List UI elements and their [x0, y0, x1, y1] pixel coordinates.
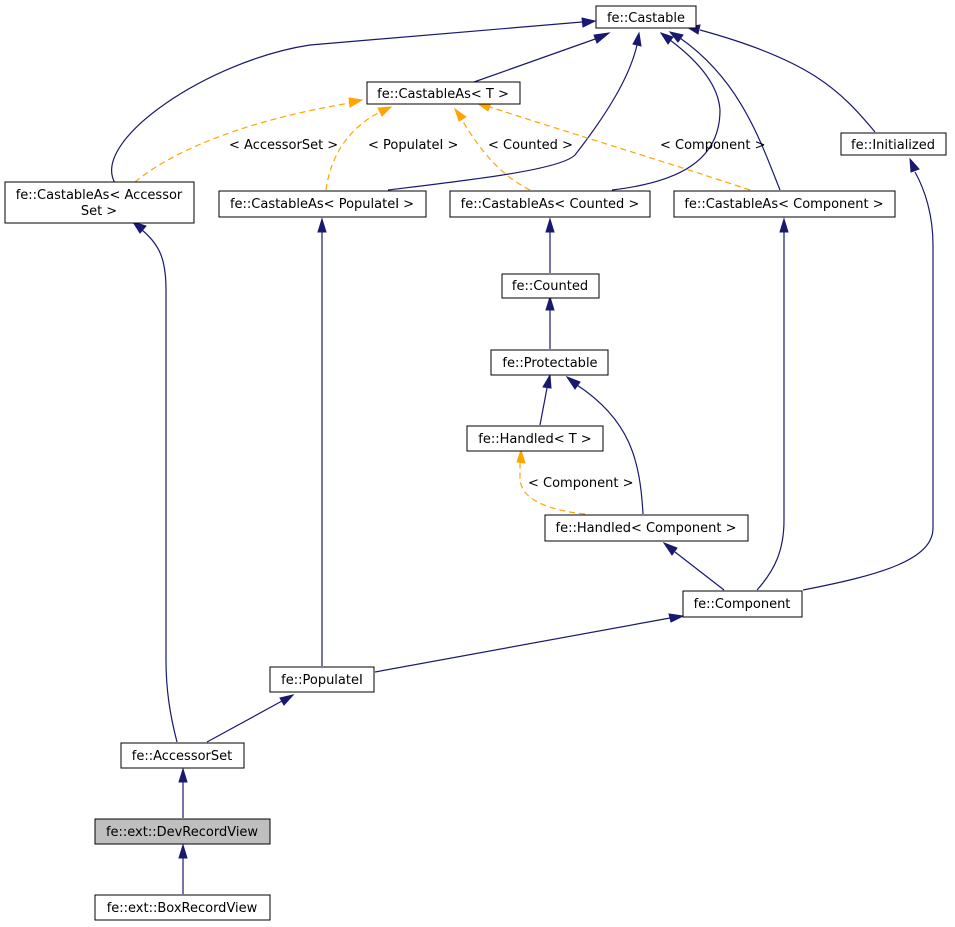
node-castableas-accessorset-label-line1: fe::CastableAs< Accessor: [16, 188, 183, 203]
edge-accessorset-to-populatei: [206, 694, 295, 743]
template-edge-counted: [454, 107, 531, 191]
node-devrecordview-label: fe::ext::DevRecordView: [106, 825, 258, 840]
node-accessorset[interactable]: fe::AccessorSet: [120, 742, 245, 769]
node-initialized-label: fe::Initialized: [851, 138, 935, 153]
node-castableas-t[interactable]: fe::CastableAs< T >: [366, 81, 521, 105]
edge-populatei-to-castableas-populatei: [317, 217, 327, 666]
node-populatei[interactable]: fe::PopulateI: [269, 666, 375, 693]
node-component-label: fe::Component: [694, 597, 791, 612]
node-protectable-label: fe::Protectable: [502, 356, 597, 371]
node-counted-label: fe::Counted: [512, 279, 588, 294]
node-handled-t-label: fe::Handled< T >: [478, 432, 591, 447]
node-castableas-accessorset-label-line2: Set >: [81, 204, 117, 219]
edge-accessorset-to-castableas-accessorset: [131, 221, 178, 743]
node-handled-component[interactable]: fe::Handled< Component >: [544, 514, 749, 542]
edge-castableas-accessorset-to-castable: [111, 17, 597, 184]
template-edge-populatei: [325, 106, 393, 191]
edge-populatei-to-component: [374, 613, 685, 673]
edge-castableas-populatei-to-castable: [387, 31, 642, 191]
node-castable[interactable]: fe::Castable: [595, 5, 697, 29]
edge-counted-to-castableas-counted: [545, 217, 555, 273]
node-castableas-accessorset[interactable]: fe::CastableAs< Accessor Set >: [4, 181, 195, 224]
node-boxrecordview[interactable]: fe::ext::BoxRecordView: [94, 894, 271, 921]
node-castable-label: fe::Castable: [607, 11, 685, 26]
node-component[interactable]: fe::Component: [682, 590, 803, 618]
node-initialized[interactable]: fe::Initialized: [840, 132, 947, 156]
node-castableas-counted-label: fe::CastableAs< Counted >: [461, 197, 640, 212]
edge-component-to-initialized: [802, 157, 934, 591]
edge-castableas-t-to-castable: [473, 32, 611, 83]
edge-handled-component-to-protectable: [565, 375, 644, 515]
edge-protectable-to-counted: [545, 295, 555, 349]
edge-component-to-handled-component: [662, 541, 725, 591]
edge-label-component: < Component >: [660, 138, 766, 153]
node-handled-t[interactable]: fe::Handled< T >: [466, 425, 604, 452]
node-castableas-populatei-label: fe::CastableAs< PopulateI >: [230, 197, 414, 212]
edge-component-to-castableas-component: [756, 217, 789, 591]
node-handled-component-label: fe::Handled< Component >: [556, 521, 737, 536]
node-populatei-label: fe::PopulateI: [281, 673, 363, 688]
edge-label-counted: < Counted >: [488, 138, 573, 153]
node-accessorset-label: fe::AccessorSet: [132, 749, 232, 764]
template-edge-handled-component: [516, 448, 586, 515]
edge-castableas-counted-to-castable: [611, 32, 721, 191]
node-castableas-t-label: fe::CastableAs< T >: [377, 87, 509, 102]
node-castableas-populatei[interactable]: fe::CastableAs< PopulateI >: [218, 190, 427, 218]
edge-handled-t-to-protectable: [539, 373, 552, 426]
node-castableas-counted[interactable]: fe::CastableAs< Counted >: [449, 190, 651, 218]
edge-boxrecordview-to-devrecordview: [178, 843, 188, 894]
edge-initialized-to-castable: [685, 24, 876, 133]
node-protectable[interactable]: fe::Protectable: [490, 349, 609, 376]
edge-label-handled-component: < Component >: [528, 476, 634, 491]
edge-label-populatei: < PopulateI >: [368, 138, 458, 153]
edge-label-accessorset: < AccessorSet >: [229, 138, 338, 153]
node-counted[interactable]: fe::Counted: [501, 273, 600, 299]
node-castableas-component-label: fe::CastableAs< Component >: [684, 197, 883, 212]
node-boxrecordview-label: fe::ext::BoxRecordView: [107, 901, 258, 916]
node-devrecordview[interactable]: fe::ext::DevRecordView: [94, 818, 271, 845]
edge-devrecordview-to-accessorset: [178, 767, 188, 818]
node-castableas-component[interactable]: fe::CastableAs< Component >: [673, 190, 896, 218]
template-edge-accessorset: [134, 97, 364, 183]
edge-castableas-component-to-castable: [668, 31, 781, 191]
